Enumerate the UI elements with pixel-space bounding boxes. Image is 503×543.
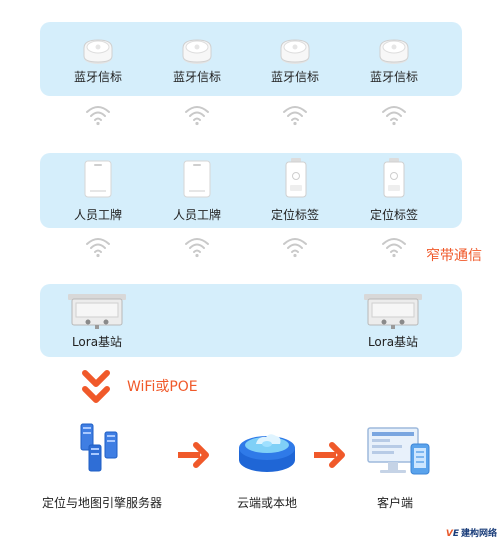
badge-icon: [183, 160, 211, 198]
signal-icon: [84, 104, 112, 126]
cloud-database-icon: [236, 422, 298, 478]
device-label: 定位标签: [270, 208, 319, 222]
badge-icon: [84, 160, 112, 198]
signal-icon: [183, 236, 211, 258]
signal-icon: [380, 104, 408, 126]
lora-gateway-icon: [362, 292, 424, 330]
client-label: 客户端: [376, 496, 413, 510]
beacon-icon: [376, 36, 412, 66]
lora-gateway-icon: [66, 292, 128, 330]
signal-icon: [84, 236, 112, 258]
right-arrow-icon: [312, 441, 350, 469]
cloud-label: 云端或本地: [236, 496, 297, 510]
server-label: 定位与地图引擎服务器: [41, 496, 162, 510]
beacon-icon: [179, 36, 215, 66]
lora-label: Lora基站: [71, 335, 123, 349]
beacon-label: 蓝牙信标: [73, 70, 122, 84]
signal-icon: [380, 236, 408, 258]
signal-icon: [281, 236, 309, 258]
narrowband-label: 窄带通信: [426, 248, 482, 264]
beacon-label: 蓝牙信标: [270, 70, 319, 84]
server-icon: [72, 418, 128, 474]
tag-icon: [285, 158, 307, 198]
device-label: 定位标签: [369, 208, 418, 222]
tag-icon: [383, 158, 405, 198]
watermark-logo-icon: VE: [445, 529, 459, 539]
beacon-label: 蓝牙信标: [172, 70, 221, 84]
device-label: 人员工牌: [73, 208, 122, 222]
lora-label: Lora基站: [367, 335, 419, 349]
uplink-label: WiFi或POE: [127, 379, 198, 395]
watermark-text: 建构网络: [460, 529, 497, 539]
beacon-icon: [277, 36, 313, 66]
down-arrow-icon: [82, 370, 110, 406]
right-arrow-icon: [176, 441, 214, 469]
signal-icon: [183, 104, 211, 126]
client-monitor-icon: [366, 424, 432, 478]
signal-icon: [281, 104, 309, 126]
beacon-label: 蓝牙信标: [369, 70, 418, 84]
device-label: 人员工牌: [172, 208, 221, 222]
beacon-icon: [80, 36, 116, 66]
